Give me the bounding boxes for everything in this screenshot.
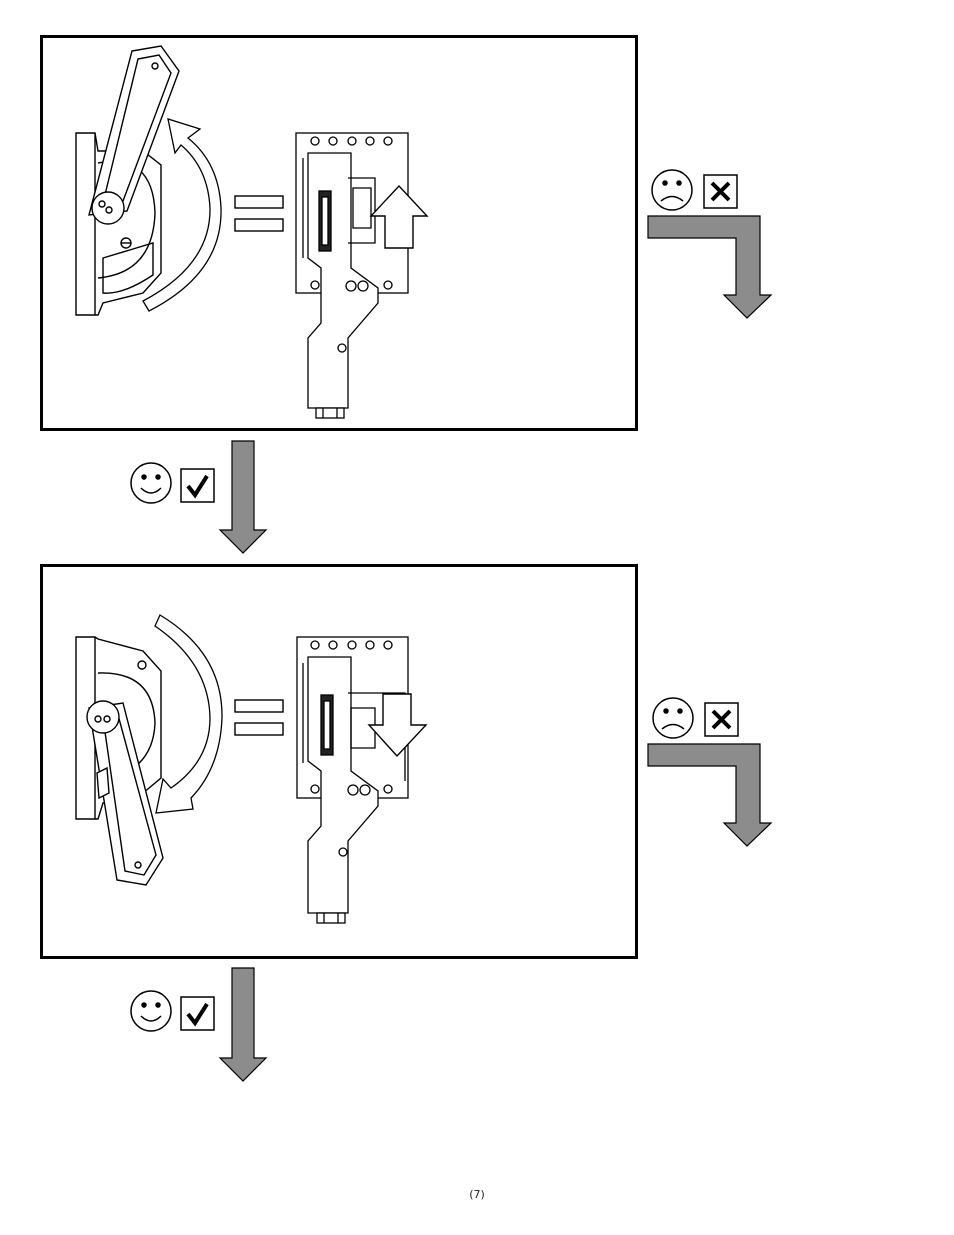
checkbox-checkmark-icon <box>181 997 214 1030</box>
smiley-face-icon <box>131 463 171 503</box>
rotation-arrow-cw <box>155 615 222 813</box>
success-indicator-2 <box>128 967 273 1085</box>
success-indicator-1 <box>128 440 273 555</box>
success-arrow-down <box>220 968 266 1081</box>
checkbox-checkmark-icon <box>181 469 214 502</box>
checkbox-x-icon <box>705 703 738 736</box>
frowning-face-icon <box>653 698 693 738</box>
failure-indicator-2 <box>645 695 780 850</box>
switch-mechanism <box>297 637 408 923</box>
checkbox-x-icon <box>704 175 737 208</box>
failure-arrow-bent <box>648 216 771 318</box>
step-panel-2 <box>40 564 638 959</box>
step-1-illustration <box>43 38 635 428</box>
frowning-face-icon <box>652 170 692 210</box>
failure-arrow-bent <box>648 744 771 846</box>
step-2-illustration <box>43 567 635 956</box>
failure-indicator-1 <box>645 168 780 323</box>
equals-sign <box>235 196 283 231</box>
smiley-face-icon <box>131 991 171 1031</box>
success-arrow-down <box>220 441 266 553</box>
equals-sign <box>235 700 283 735</box>
step-panel-1 <box>40 35 638 431</box>
switch-mechanism <box>296 133 408 418</box>
page-number: (7) <box>0 1188 954 1201</box>
